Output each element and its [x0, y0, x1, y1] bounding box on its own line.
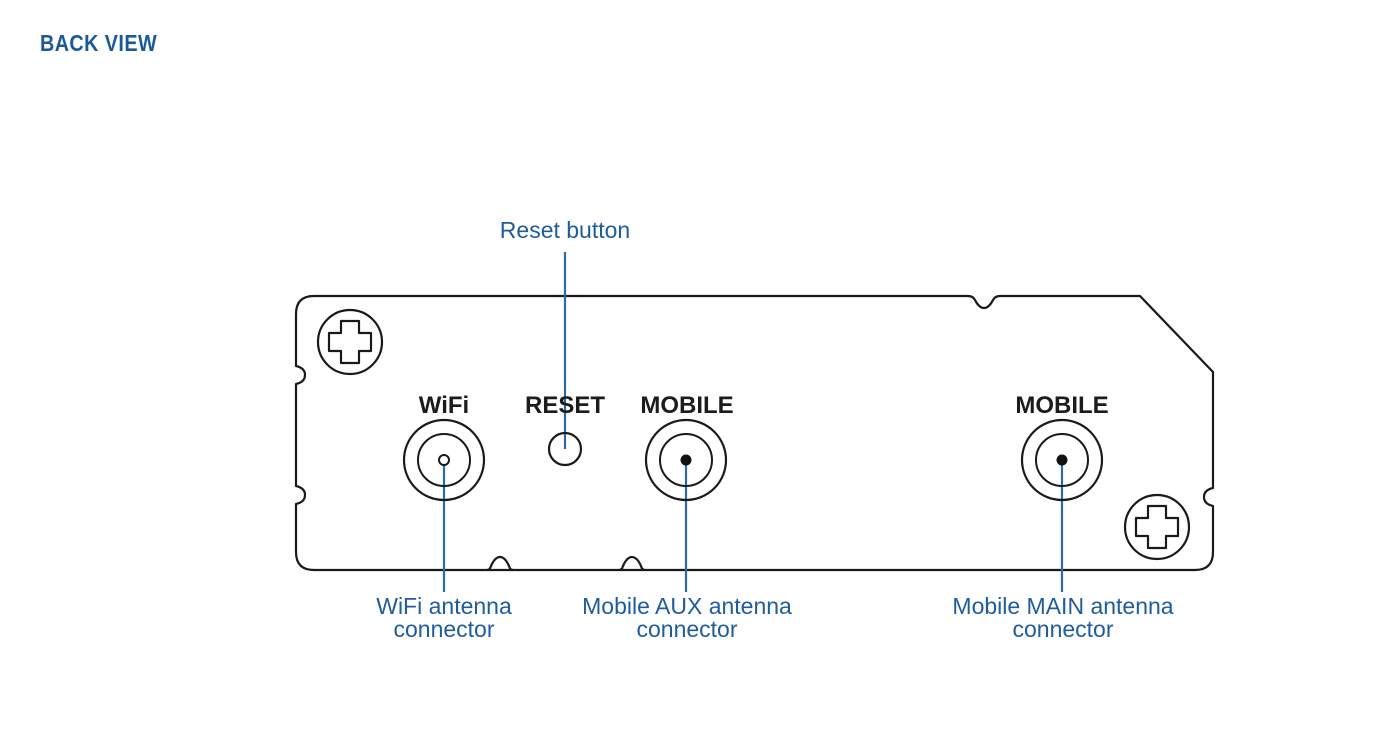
mobile-aux-antenna-connector[interactable]: [644, 418, 728, 502]
port-label-mobile-aux: MOBILE: [640, 392, 733, 419]
callout-wifi-antenna: WiFi antenna connector: [376, 595, 512, 641]
screw-top-left: [316, 308, 384, 376]
screw-bottom-right: [1123, 493, 1191, 561]
callout-mobile-aux-line1: Mobile AUX antenna: [582, 593, 792, 619]
wifi-antenna-connector[interactable]: [402, 418, 486, 502]
callout-reset-line1: Reset button: [499, 217, 631, 243]
port-label-reset: RESET: [525, 392, 605, 419]
callout-mobile-aux-line2: connector: [636, 616, 738, 642]
bottom-edge-notch-left: [485, 555, 515, 572]
callout-mobile-main-line2: connector: [1012, 616, 1114, 642]
device-body-outline: [294, 294, 1215, 572]
callout-mobile-main-antenna: Mobile MAIN antenna connector: [952, 595, 1173, 641]
port-label-wifi: WiFi: [419, 392, 469, 419]
callout-mobile-main-line1: Mobile MAIN antenna: [952, 593, 1174, 619]
reset-button[interactable]: [547, 431, 583, 467]
mobile-main-antenna-connector[interactable]: [1020, 418, 1104, 502]
callout-wifi-line1: WiFi antenna: [376, 593, 512, 619]
port-label-mobile-main: MOBILE: [1015, 392, 1108, 419]
callout-wifi-line2: connector: [393, 616, 495, 642]
bottom-edge-notch-right: [617, 555, 647, 572]
callout-reset-button: Reset button: [500, 219, 630, 242]
callout-mobile-aux-antenna: Mobile AUX antenna connector: [582, 595, 792, 641]
page-title: BACK VIEW: [40, 30, 158, 56]
